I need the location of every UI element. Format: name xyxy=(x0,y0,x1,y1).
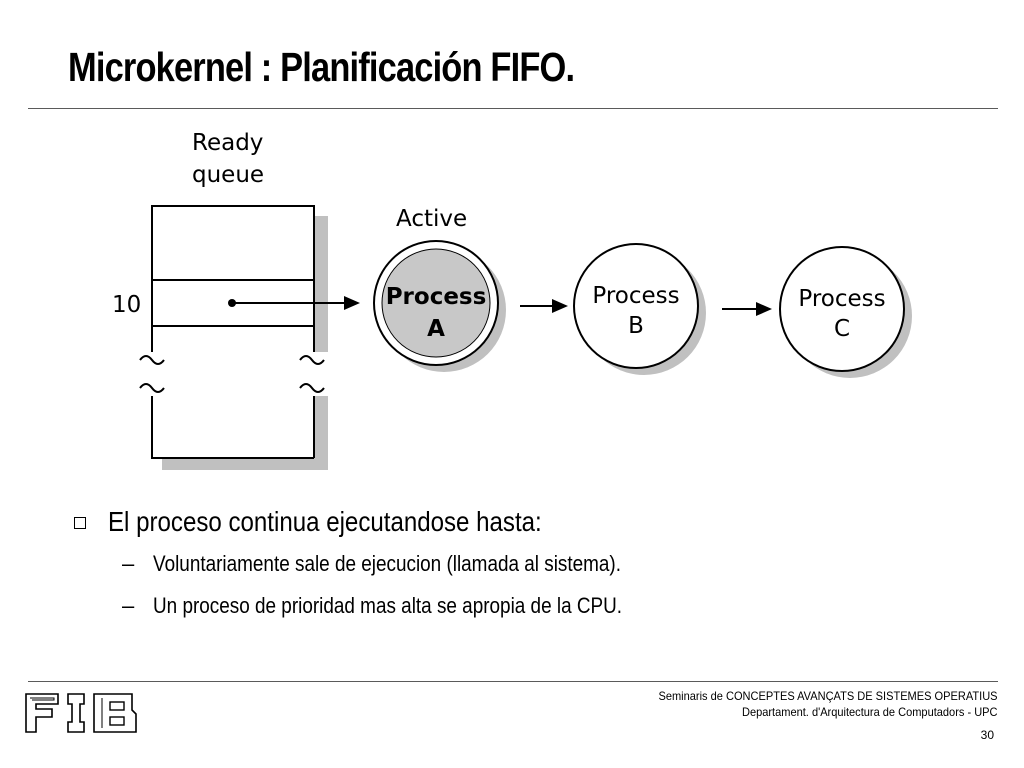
footer-seminar-line: Seminaris de CONCEPTES AVANÇATS DE SISTE… xyxy=(658,689,998,703)
process-b-label-line2: B xyxy=(628,313,644,339)
process-a-label-line2: A xyxy=(427,316,445,342)
process-b-circle xyxy=(573,243,699,369)
bullet-main-text: El proceso continua ejecutandose hasta: xyxy=(108,506,542,537)
break-mark-left-bottom xyxy=(139,383,165,393)
footer-department-line: Departament. d'Arquitectura de Computado… xyxy=(742,705,998,719)
ready-queue-box xyxy=(151,205,315,459)
title-divider xyxy=(28,108,998,109)
bullet-list: El proceso continua ejecutandose hasta: … xyxy=(70,504,990,634)
process-c-label-line1: Process xyxy=(798,286,886,312)
sub-bullet-item: – Voluntariamente sale de ejecucion (lla… xyxy=(70,550,990,578)
slide-title: Microkernel : Planificación FIFO. xyxy=(68,44,575,90)
priority-label: 10 xyxy=(112,292,142,318)
a-to-b-arrowhead xyxy=(552,299,568,313)
sub-bullet-item: – Un proceso de prioridad mas alta se ap… xyxy=(70,592,990,620)
process-c-circle xyxy=(779,246,905,372)
break-mark-left-top xyxy=(139,355,165,365)
process-b-label-line1: Process xyxy=(592,283,680,309)
page-number: 30 xyxy=(980,728,994,742)
b-to-c-arrowhead xyxy=(756,302,772,316)
dash-marker: – xyxy=(122,551,135,576)
footer-info: Seminaris de CONCEPTES AVANÇATS DE SISTE… xyxy=(629,688,998,720)
diagram-graphics xyxy=(139,205,912,470)
queue-shadow-lower xyxy=(314,396,328,470)
bullet-main-item: El proceso continua ejecutandose hasta: xyxy=(70,504,990,540)
process-c-label-line2: C xyxy=(833,316,851,342)
hollow-square-icon xyxy=(74,517,86,529)
process-a-label-line1: Process xyxy=(385,284,487,310)
sub-bullet-text: Un proceso de prioridad mas alta se apro… xyxy=(153,593,623,618)
fib-logo xyxy=(25,693,137,733)
ready-queue-diagram: Ready queue 10 Active Process A Process … xyxy=(0,120,1024,480)
queue-to-a-arrowhead xyxy=(344,296,360,310)
break-mark-right-top xyxy=(299,355,325,365)
active-label: Active xyxy=(396,206,468,232)
break-mark-right-bottom xyxy=(299,383,325,393)
queue-label-line2: queue xyxy=(192,162,265,188)
queue-break-gap xyxy=(140,352,340,396)
process-a-fill xyxy=(381,248,491,358)
sub-bullet-text: Voluntariamente sale de ejecucion (llama… xyxy=(153,551,622,576)
dash-marker: – xyxy=(122,593,135,618)
footer-divider xyxy=(28,681,998,682)
sub-bullet-list: – Voluntariamente sale de ejecucion (lla… xyxy=(70,550,990,620)
queue-label-line1: Ready xyxy=(192,130,264,156)
